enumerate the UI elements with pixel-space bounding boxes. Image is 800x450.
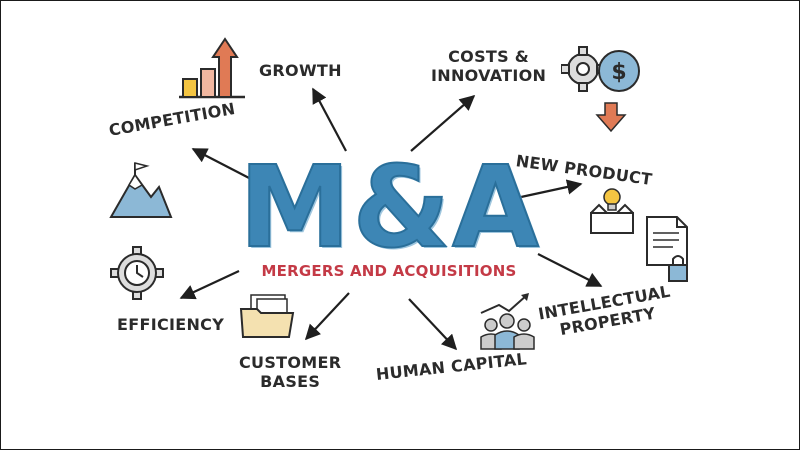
arrow-customer-bases xyxy=(304,292,350,341)
arrow-growth xyxy=(312,87,347,152)
arrow-intellectual-property xyxy=(537,253,603,287)
arrow-costs-innovation xyxy=(410,94,476,152)
arrow-efficiency xyxy=(179,270,240,300)
label-customer-bases: CUSTOMER BASES xyxy=(239,353,341,391)
label-line: CUSTOMER xyxy=(239,353,342,372)
label-costs-innovation: COSTS & INNOVATION xyxy=(431,47,546,85)
arrow-human-capital xyxy=(408,298,458,351)
box-lightbulb-icon xyxy=(590,188,634,234)
gears-dollar-icon: $ xyxy=(561,46,640,133)
label-line: INNOVATION xyxy=(431,66,547,85)
gear-clock-icon xyxy=(110,246,164,300)
document-lock-icon xyxy=(646,216,688,282)
folder-documents-icon xyxy=(239,294,295,338)
arrow-competition xyxy=(191,148,252,180)
label-line: BASES xyxy=(260,372,321,391)
diagram-subtitle: MERGERS AND ACQUISITIONS xyxy=(261,262,517,280)
people-growth-icon xyxy=(480,293,535,350)
label-line: COSTS & xyxy=(448,47,530,66)
mountain-flag-icon xyxy=(109,162,173,218)
dollar-sign-glyph: $ xyxy=(611,60,626,85)
arrow-new-product xyxy=(520,179,583,199)
label-growth: GROWTH xyxy=(259,61,342,80)
bar-chart-growth-icon xyxy=(179,37,245,99)
label-efficiency: EFFICIENCY xyxy=(117,315,225,334)
diagram-title: M&A xyxy=(238,143,541,273)
